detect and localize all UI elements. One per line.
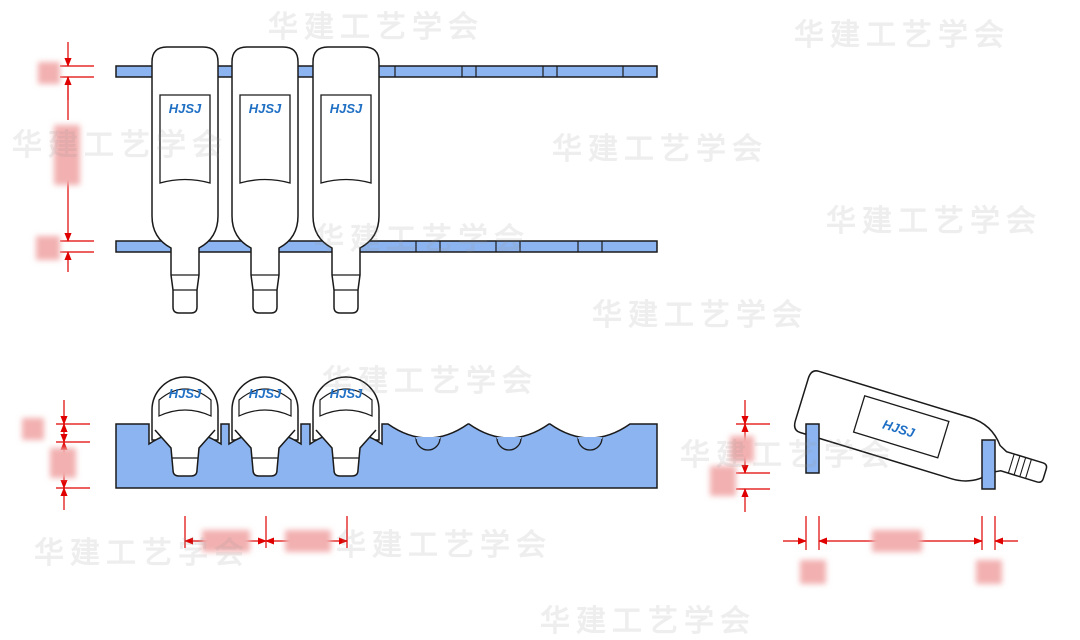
bottle-label-area (320, 94, 372, 184)
front-bottle-1: HJSJ (151, 376, 219, 441)
redacted-dimension-values-top (36, 62, 80, 260)
top-dimension-vertical (60, 42, 94, 272)
front-bottle-3: HJSJ (312, 376, 380, 441)
bottle-label-area (158, 388, 212, 417)
bottle-label-area (319, 388, 373, 417)
empty-slot-3 (577, 437, 603, 451)
side-bottle: HJSJ (793, 370, 1048, 483)
bottle-label-text: HJSJ (249, 101, 282, 116)
front-bottle-necks (154, 429, 377, 477)
side-dimension-vertical (736, 400, 770, 512)
bottle-label-text: HJSJ (249, 386, 282, 401)
bottle-label-text: HJSJ (169, 101, 202, 116)
top-view: HJSJ HJSJ HJSJ (36, 42, 658, 314)
side-support-left (805, 423, 820, 474)
side-support-right (981, 439, 996, 490)
bottle-label-area (238, 388, 292, 417)
top-bottles: HJSJ HJSJ HJSJ (151, 46, 380, 314)
front-neck-2 (234, 429, 296, 477)
top-rail-upper (115, 65, 658, 78)
redacted-dimension-values-front (22, 418, 331, 552)
front-view: HJSJ HJSJ HJSJ (22, 376, 658, 552)
front-neck-1 (154, 429, 216, 477)
bottle-label-text: HJSJ (169, 386, 202, 401)
bottle-label-area (159, 94, 211, 184)
redacted-dimension-values-side (710, 436, 1002, 584)
front-neck-3 (315, 429, 377, 477)
bottle-label-area (239, 94, 291, 184)
front-bottles: HJSJ HJSJ HJSJ (151, 376, 380, 441)
side-view: HJSJ (710, 370, 1048, 584)
top-bottle-3: HJSJ (312, 46, 380, 314)
rail-segment-lines (394, 66, 624, 252)
top-bottle-1: HJSJ (151, 46, 219, 314)
empty-slot-1 (415, 437, 441, 451)
top-rail-lower (115, 240, 658, 253)
front-bottle-2: HJSJ (231, 376, 299, 441)
bottle-label-text: HJSJ (330, 386, 363, 401)
bottle-label-text: HJSJ (330, 101, 363, 116)
empty-slot-2 (496, 437, 522, 451)
top-bottle-2: HJSJ (231, 46, 299, 314)
